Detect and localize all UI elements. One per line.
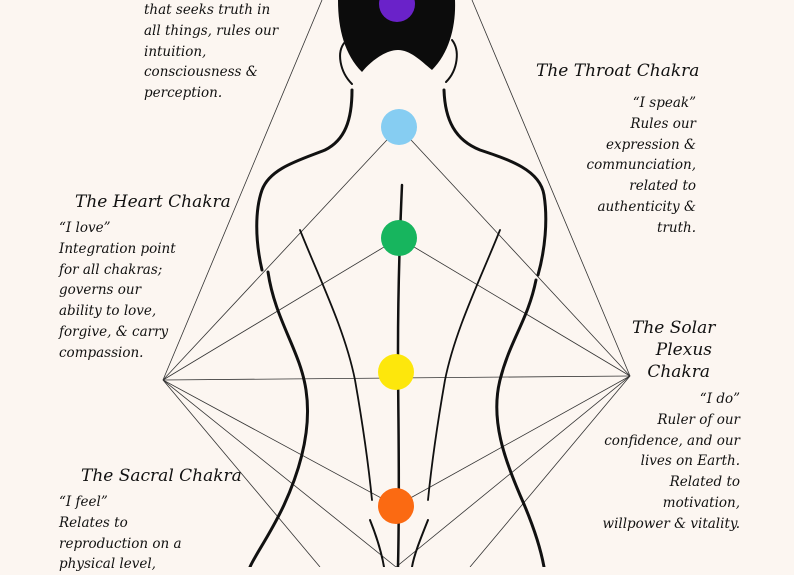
throat-line-6: authenticity &	[597, 198, 696, 215]
throat-line-1: “I speak”	[632, 95, 696, 111]
sacral-chakra-text: “I feel” Relates to reproduction on a ph…	[59, 492, 182, 575]
solar-line-6: motivation,	[662, 494, 740, 511]
heart-chakra-body: “I love” Integration point for all chakr…	[59, 218, 176, 364]
crown-chakra-dot	[379, 0, 415, 22]
solar-line-4: lives on Earth.	[640, 453, 740, 470]
throat-chakra-title: The Throat Chakra	[536, 60, 699, 82]
solar-line-3: confidence, and our	[604, 432, 740, 449]
sacral-line-4: physical level,	[59, 556, 156, 573]
sacral-line-1: “I feel”	[59, 494, 108, 510]
throat-chakra-dot	[381, 109, 417, 145]
throat-chakra-text: “I speak” Rules our expression & communc…	[587, 93, 696, 239]
heart-title: The Heart Chakra	[75, 192, 231, 212]
solar-plexus-title: The Solar Plexus Chakra	[632, 317, 724, 383]
sacral-chakra-title: The Sacral Chakra	[81, 465, 242, 487]
crown-line-1: that seeks truth in	[144, 2, 271, 18]
hair	[338, 0, 456, 72]
crown-line-3: intuition,	[144, 43, 207, 60]
throat-line-7: truth.	[657, 219, 696, 236]
throat-line-3: expression &	[606, 136, 696, 153]
solar-line-5: Related to	[669, 474, 740, 491]
solar-line-2: Ruler of our	[657, 411, 740, 428]
crown-chakra-text: that seeks truth in all things, rules ou…	[144, 0, 278, 104]
solar-line-7: willpower & vitality.	[602, 515, 740, 532]
heart-line-6: forgive, & carry	[59, 323, 169, 340]
solar-title-line-3: Chakra	[647, 362, 710, 382]
throat-line-4: communciation,	[586, 157, 696, 174]
solar-plexus-chakra-dot	[378, 354, 414, 390]
body-silhouette	[248, 0, 548, 567]
crown-line-5: perception.	[144, 85, 223, 102]
geometric-lines	[162, 0, 631, 567]
solar-plexus-text: “I do” Ruler of our confidence, and our …	[603, 389, 740, 535]
heart-chakra-text: The Heart Chakra	[75, 191, 231, 213]
solar-title-line-1: The Solar	[632, 318, 716, 338]
sacral-chakra-dot	[378, 488, 414, 524]
crown-line-2: all things, rules our	[144, 22, 279, 39]
heart-line-3: for all chakras;	[59, 261, 163, 278]
crown-line-4: consciousness &	[144, 64, 258, 81]
heart-chakra-dot	[381, 220, 417, 256]
heart-line-4: governs our	[59, 282, 142, 299]
solar-title-line-2: Plexus	[655, 340, 712, 360]
sacral-title: The Sacral Chakra	[81, 466, 242, 486]
heart-line-7: compassion.	[59, 344, 144, 361]
sacral-line-3: reproduction on a	[59, 535, 182, 552]
solar-line-1: “I do”	[699, 391, 740, 407]
heart-line-5: ability to love,	[59, 303, 157, 320]
heart-line-1: “I love”	[59, 220, 111, 236]
heart-line-2: Integration point	[59, 240, 176, 257]
throat-title: The Throat Chakra	[536, 61, 700, 81]
throat-line-5: related to	[629, 178, 696, 195]
sacral-line-2: Relates to	[59, 514, 128, 531]
throat-line-2: Rules our	[630, 115, 696, 132]
